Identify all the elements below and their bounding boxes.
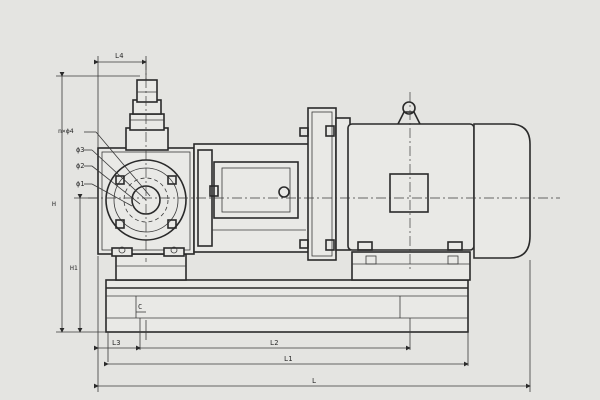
label-L3: L3 — [112, 339, 120, 347]
label-L2: L2 — [270, 339, 278, 347]
label-L: L — [312, 377, 316, 385]
pump-pedestal — [115, 253, 187, 281]
dimension-lines — [56, 56, 531, 392]
inlet-neck — [125, 79, 169, 151]
label-L1: L1 — [284, 355, 292, 363]
label-phi2: ϕ2 — [76, 162, 84, 170]
diameter-leaders — [84, 131, 151, 207]
label-phi4: n×ϕ4 — [58, 127, 74, 135]
label-phi3: ϕ3 — [76, 146, 84, 154]
motor-flange — [299, 107, 351, 261]
label-L4: L4 — [115, 52, 123, 60]
motor — [347, 101, 531, 259]
centerlines — [88, 60, 560, 272]
base-plate — [105, 279, 469, 333]
label-C: C — [138, 303, 142, 311]
label-phi1: ϕ1 — [76, 180, 84, 188]
label-H1: H1 — [70, 264, 78, 272]
label-H: H — [52, 200, 56, 208]
motor-pedestal — [351, 251, 471, 281]
